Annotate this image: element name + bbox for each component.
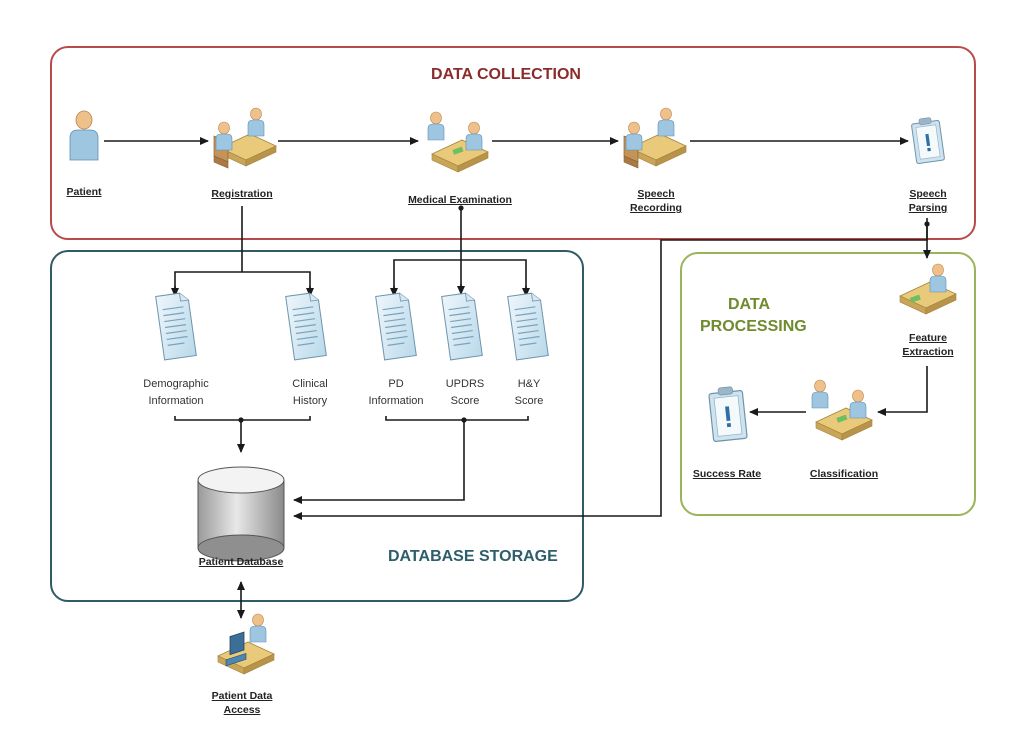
success-rate-label: Success Rate <box>692 468 762 480</box>
patient-label: Patient <box>66 186 102 198</box>
doc-hy-label-2: Score <box>514 395 544 407</box>
speech-parsing-label-2: Parsing <box>908 202 948 214</box>
registration-to-docs <box>171 206 314 297</box>
registration-label: Registration <box>211 188 273 200</box>
consultation-icon <box>811 379 873 441</box>
doc-demographic-label-1: Demographic <box>143 378 209 390</box>
patient-data-access-label-2: Access <box>223 704 261 716</box>
computer-desk-icon <box>217 613 275 675</box>
document-icon <box>285 291 327 361</box>
document-icon <box>441 291 483 361</box>
data-processing-title-line2: PROCESSING <box>700 318 807 335</box>
document-icon <box>155 291 197 361</box>
database-cylinder-icon <box>197 466 285 562</box>
doc-updrs-label-1: UPDRS <box>445 378 485 390</box>
doc-hy-label-1: H&Y <box>517 378 541 390</box>
consultation-icon <box>899 263 957 315</box>
feature-extraction-label-2: Extraction <box>902 346 954 358</box>
data-processing-title-line1: DATA <box>728 296 771 313</box>
data-collection-title: DATA COLLECTION <box>431 66 581 83</box>
desk-meeting-icon <box>213 107 277 169</box>
person-icon <box>69 110 99 161</box>
clipboard-alert-icon <box>910 115 946 165</box>
patient-data-access-label-1: Patient Data <box>211 690 273 702</box>
database-storage-title: DATABASE STORAGE <box>388 548 558 565</box>
doc-updrs-label-2: Score <box>450 395 480 407</box>
processing-connectors <box>749 224 931 416</box>
doc-pd-label-1: PD <box>388 378 404 390</box>
doc-clinical-label-1: Clinical <box>292 378 328 390</box>
clipboard-alert-icon <box>707 385 748 443</box>
document-icon <box>375 291 417 361</box>
patient-database-label: Patient Database <box>198 556 284 568</box>
exam-to-docs <box>390 208 530 297</box>
classification-label: Classification <box>809 468 879 480</box>
speech-recording-label-2: Recording <box>630 202 682 214</box>
speech-recording-label-1: Speech <box>637 188 675 200</box>
doc-clinical-label-2: History <box>292 395 328 407</box>
doc-demographic-label-2: Information <box>148 395 204 407</box>
desk-meeting-icon <box>623 107 687 169</box>
speech-parsing-label-1: Speech <box>909 188 947 200</box>
consultation-icon <box>427 111 489 173</box>
doc-pd-label-2: Information <box>368 395 424 407</box>
document-icon <box>507 291 549 361</box>
feature-extraction-label-1: Feature <box>909 332 947 344</box>
medical-examination-label: Medical Examination <box>408 194 512 206</box>
